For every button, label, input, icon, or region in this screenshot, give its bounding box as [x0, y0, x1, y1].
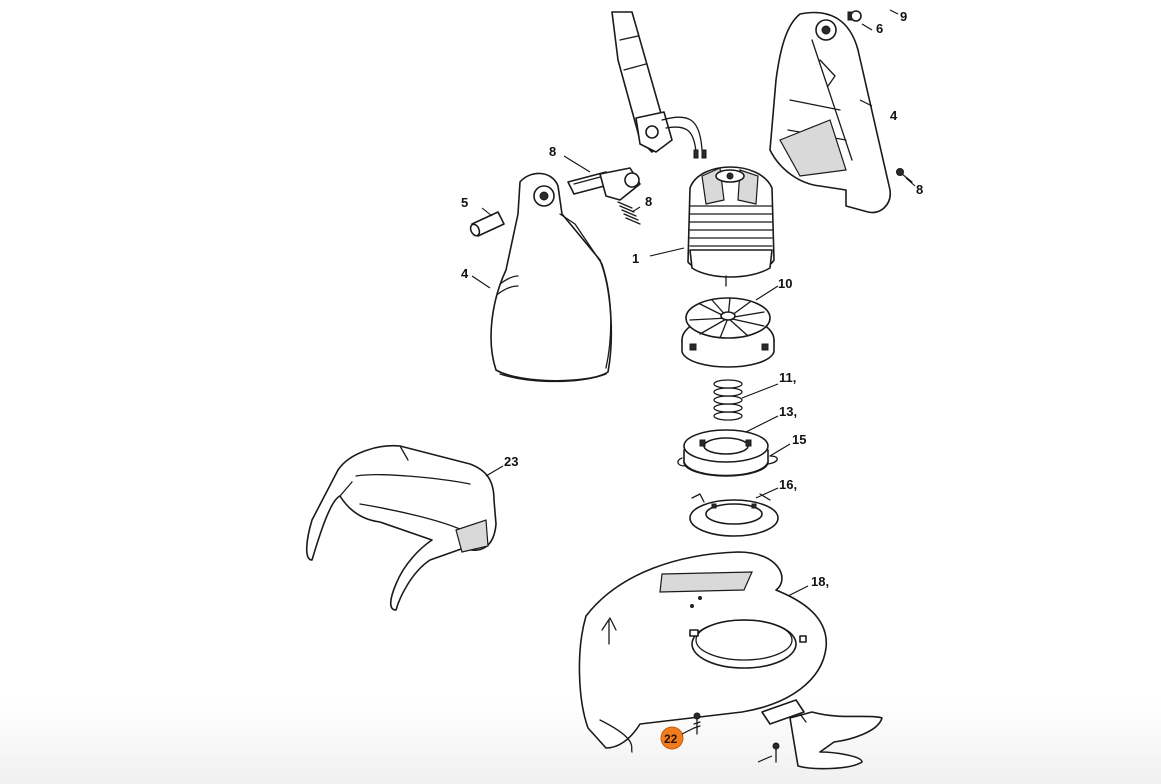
callout-8-right: 8 — [916, 182, 923, 197]
callout-13: 13, — [779, 404, 797, 419]
callout-22-highlight[interactable]: 22 — [660, 726, 695, 750]
motor-housing-right-half — [769, 10, 891, 214]
deflector-guard — [578, 551, 827, 753]
callout-23: 23 — [504, 454, 518, 469]
screw-22 — [693, 712, 701, 735]
callout-6: 6 — [876, 21, 883, 36]
callout-16: 16, — [779, 477, 797, 492]
motor-housing-left-half — [490, 172, 613, 383]
callout-4-left: 4 — [461, 266, 469, 281]
cooling-fan — [681, 297, 775, 368]
callout-9: 9 — [900, 9, 907, 24]
shaft-tube — [611, 11, 707, 159]
switch-clip — [567, 167, 641, 201]
callout-5: 5 — [461, 195, 468, 210]
leader-lines — [471, 9, 916, 763]
callout-11: 11, — [779, 370, 796, 385]
small-spring — [617, 201, 641, 225]
line-cutter-blade — [761, 699, 883, 770]
spool-spring — [713, 379, 743, 421]
callout-18: 18, — [811, 574, 829, 589]
pin — [469, 211, 505, 237]
bottom-shading — [0, 700, 1161, 784]
callout-4-right: 4 — [890, 108, 898, 123]
screw-right — [896, 168, 913, 183]
highlight-marker-icon[interactable] — [660, 726, 684, 750]
spool-housing-cap — [689, 493, 779, 537]
safety-glasses — [305, 444, 497, 611]
callout-22[interactable]: 22 — [664, 732, 678, 746]
callout-15: 15 — [792, 432, 806, 447]
callout-1: 1 — [632, 251, 639, 266]
line-spool — [677, 429, 778, 477]
screw-bottom — [772, 742, 780, 763]
callout-labels: 8 5 4 8 1 6 9 4 8 10 11, 13, 15 16, 18, … — [461, 9, 923, 589]
callout-7: 8 — [549, 144, 556, 159]
electric-motor — [687, 166, 775, 287]
callout-10: 10 — [778, 276, 792, 291]
callout-8-left: 8 — [645, 194, 652, 209]
